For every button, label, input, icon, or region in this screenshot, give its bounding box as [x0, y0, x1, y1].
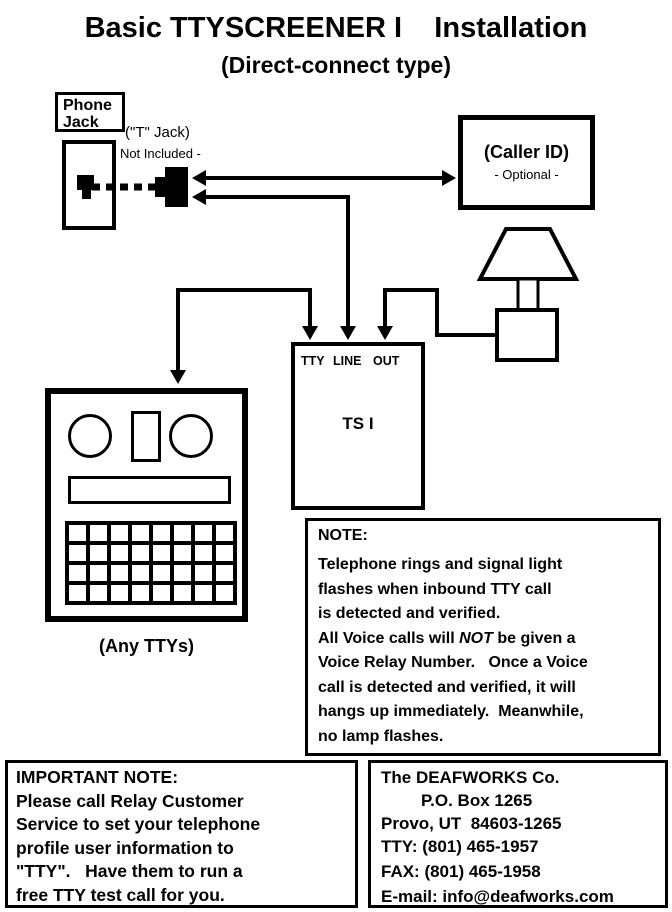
- tsi-port-tty: TTY: [301, 354, 325, 368]
- arrow-down-at-line-port: [340, 326, 356, 340]
- tty-key: [193, 583, 214, 603]
- tty-key: [214, 523, 235, 543]
- tsi-port-out: OUT: [373, 354, 400, 368]
- wire-tty-port-to-tty-device: [176, 288, 312, 372]
- arrowheads: [170, 170, 456, 384]
- handset-cup-left-icon: [68, 414, 112, 458]
- tty-key: [88, 543, 109, 563]
- tty-device: [45, 388, 248, 622]
- tty-key: [67, 543, 88, 563]
- phone-jack-label-box: Phone Jack: [55, 92, 125, 132]
- tty-center-slot: [131, 411, 161, 462]
- tsi-port-line: LINE: [333, 354, 362, 368]
- tty-key: [130, 583, 151, 603]
- wall-jack-plug-icon: [77, 175, 94, 199]
- lamp-base: [495, 308, 559, 362]
- tty-key: [214, 563, 235, 583]
- tty-key: [193, 543, 214, 563]
- tty-key: [172, 523, 193, 543]
- contact-email: E-mail: info@deafworks.com: [381, 887, 614, 906]
- tty-key: [151, 583, 172, 603]
- note-line: Voice Relay Number. Once a Voice: [318, 654, 588, 671]
- tty-key: [130, 543, 151, 563]
- wire-line-port-to-tjack: [201, 195, 350, 328]
- important-note-box: IMPORTANT NOTE: Please call Relay Custom…: [5, 760, 358, 908]
- note-line: call is detected and verified, it will: [318, 678, 576, 696]
- wall-jack-plate: [62, 140, 116, 230]
- contact-fax-number: FAX: (801) 465-1958: [381, 862, 541, 881]
- tty-key: [214, 543, 235, 563]
- tty-key: [172, 563, 193, 583]
- t-jack-note: - Not Included -: [112, 146, 201, 161]
- note-not-word: NOT: [459, 629, 493, 647]
- tty-key: [88, 523, 109, 543]
- arrow-down-at-out-port: [377, 326, 393, 340]
- arrow-down-at-tty-device: [170, 370, 186, 384]
- t-jack-label: ("T" Jack): [125, 124, 190, 141]
- connection-wires: [176, 176, 497, 372]
- wire-out-port-to-lamp: [383, 288, 497, 337]
- tty-key: [130, 523, 151, 543]
- note-line-pre: All Voice calls will: [318, 629, 460, 647]
- important-note-line: profile user information to: [16, 837, 234, 858]
- t-jack-plug-icon: [155, 167, 188, 207]
- note-line: no lamp flashes.: [318, 727, 444, 745]
- tty-key: [193, 563, 214, 583]
- tty-key: [151, 523, 172, 543]
- contact-po-box: P.O. Box 1265: [421, 791, 533, 810]
- tty-key: [172, 543, 193, 563]
- important-note-line: Service to set your telephone: [16, 814, 261, 834]
- page-title: Basic TTYSCREENER I Installation: [84, 12, 588, 44]
- tsi-label: TS I: [342, 414, 374, 433]
- tty-display: [68, 476, 231, 504]
- contact-company: The DEAFWORKS Co.: [381, 768, 560, 787]
- note-heading: NOTE:: [318, 527, 368, 544]
- tsi-box: TTY LINE OUT TS I: [291, 342, 425, 510]
- note-line: Telephone rings and signal light: [318, 556, 563, 573]
- lamp-icon: [476, 227, 580, 362]
- tty-key: [151, 543, 172, 563]
- tty-caption: (Any TTYs): [98, 636, 194, 656]
- note-box: NOTE: Telephone rings and signal light f…: [305, 518, 661, 756]
- arrow-left-at-tjack-top: [192, 170, 206, 186]
- tty-key: [109, 583, 130, 603]
- arrow-down-at-tty-port: [302, 326, 318, 340]
- note-line-emphasis: All Voice calls will NOT be given a: [318, 627, 648, 652]
- tty-key: [193, 523, 214, 543]
- tty-key: [67, 563, 88, 583]
- page-subtitle: (Direct-connect type): [220, 52, 452, 78]
- contact-tty-number: TTY: (801) 465-1957: [381, 837, 539, 856]
- tty-key: [88, 583, 109, 603]
- arrow-left-at-tjack-bottom: [192, 189, 206, 205]
- tty-key: [130, 563, 151, 583]
- tty-key: [172, 583, 193, 603]
- tty-keyboard: [65, 521, 237, 605]
- tty-key: [109, 543, 130, 563]
- lamp-neck: [516, 277, 540, 314]
- note-line: is detected and verified.: [318, 605, 501, 622]
- tty-key: [67, 523, 88, 543]
- tty-key: [214, 583, 235, 603]
- caller-id-note: - Optional -: [494, 167, 559, 182]
- tty-key: [151, 563, 172, 583]
- important-note-heading: IMPORTANT NOTE:: [16, 767, 179, 787]
- handset-cup-right-icon: [169, 414, 213, 458]
- arrow-right-at-callerid: [442, 170, 456, 186]
- caller-id-box: (Caller ID) - Optional -: [458, 115, 595, 210]
- caller-id-label: (Caller ID): [483, 142, 570, 162]
- note-line: flashes when inbound TTY call: [318, 580, 552, 598]
- tty-key: [67, 583, 88, 603]
- lamp-shade: [476, 227, 580, 281]
- important-note-line: free TTY test call for you.: [16, 884, 225, 905]
- tty-key: [109, 563, 130, 583]
- tty-key: [88, 563, 109, 583]
- important-note-line: Please call Relay Customer: [16, 790, 244, 811]
- note-line: hangs up immediately. Meanwhile,: [318, 703, 584, 720]
- important-note-line: "TTY". Have them to run a: [16, 861, 243, 881]
- contact-city: Provo, UT 84603-1265: [381, 814, 562, 833]
- contact-info-box: The DEAFWORKS Co. P.O. Box 1265 Provo, U…: [368, 760, 668, 908]
- tty-key: [109, 523, 130, 543]
- note-line-post: be given a: [492, 629, 576, 647]
